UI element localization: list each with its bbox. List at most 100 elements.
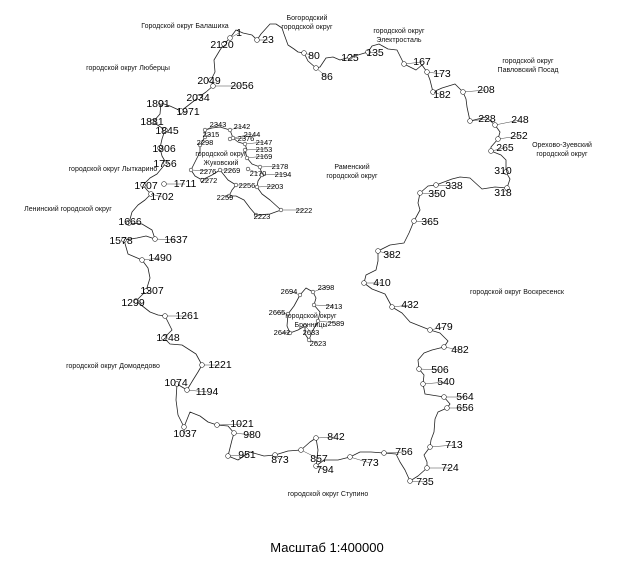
outer-point-label: 167 (413, 56, 431, 68)
region-label-line: Богородский (287, 14, 328, 22)
outer-vertex (150, 119, 156, 125)
outer-vertex (174, 381, 180, 387)
zhukovsky-point-label: 2259 (217, 193, 234, 202)
outer-point-label: 382 (383, 249, 401, 261)
outer-point-label: 1037 (173, 428, 197, 440)
scale-label: Масштаб 1:400000 (270, 540, 383, 555)
outer-vertex (158, 100, 164, 106)
outer-point-label: 2034 (186, 92, 210, 104)
outer-leader (462, 89, 487, 93)
bronnitsy-point-label: 2623 (310, 339, 327, 348)
outer-leader (349, 456, 371, 464)
outer-point-label: 228 (478, 113, 496, 125)
zhukovsky-vertex (217, 167, 223, 173)
outer-leader (383, 451, 405, 454)
outer-vertex (441, 394, 447, 400)
outer-vertex (272, 452, 278, 458)
zhukovsky-point-label: 2272 (201, 176, 218, 185)
outer-point-label: 125 (341, 52, 359, 64)
region-label-line: Бронницы (294, 322, 327, 329)
outer-point-label: 1021 (230, 418, 254, 430)
outer-vertex (441, 344, 447, 350)
outer-leader (422, 381, 447, 385)
zhukovsky-vertex (202, 134, 208, 140)
outer-point-label: 773 (361, 457, 379, 469)
zhukovsky-leader (229, 125, 243, 131)
outer-vertex (424, 465, 430, 471)
outer-leader (435, 184, 455, 187)
outer-vertex (430, 89, 436, 95)
outer-point-label: 135 (366, 47, 384, 59)
zhukovsky-point-label: 2170 (250, 169, 267, 178)
zhukovsky-leader (261, 173, 284, 176)
zhukovsky-point-label: 2276 (200, 167, 217, 176)
outer-vertex (139, 257, 145, 263)
region-label-voskresensk: городской округ Воскресенск (470, 288, 565, 296)
bronnitsy-point-label: 2398 (318, 283, 335, 292)
zhukovsky-point-label: 2203 (267, 182, 284, 191)
boundary-lines (123, 23, 511, 482)
outer-point-label: 656 (456, 402, 474, 414)
outer-leader (403, 61, 423, 65)
outer-point-label: 713 (445, 439, 463, 451)
zhukovsky-vertex (244, 155, 250, 161)
outer-leader (186, 389, 208, 393)
outer-point-label: 1971 (176, 106, 200, 118)
outer-point-label: 479 (435, 321, 453, 333)
outer-vertex (178, 108, 184, 114)
outer-point-label: 1702 (150, 191, 174, 203)
region-label-domodedovo: городской округ Домодедово (66, 362, 160, 370)
region-label-line: городской округ (195, 150, 247, 158)
zhukovsky-point-label: 2256 (239, 181, 256, 190)
region-label-lyubertsy: городской округ Люберцы (86, 64, 170, 72)
zhukovsky-leader (204, 123, 219, 131)
outer-leader (418, 368, 441, 371)
zhukovsky-point-label: 2194 (275, 170, 292, 179)
region-label-line: Орехово-Зуевский (532, 141, 592, 149)
outer-leader (154, 238, 177, 241)
outer-point-label: 1637 (164, 234, 188, 246)
outer-vertex (313, 435, 319, 441)
outer-vertex (140, 182, 146, 188)
zhukovsky-vertex (197, 142, 203, 148)
zhukovsky-point-label: 2142 (234, 122, 251, 131)
outer-leader (391, 304, 411, 308)
outer-point-label: 724 (441, 462, 459, 474)
zhukovsky-vertex (278, 207, 284, 213)
outer-vertex (375, 248, 381, 254)
outer-vertex (301, 50, 307, 56)
zhukovsky-point-label: 2269 (224, 166, 241, 175)
bronnitsy-vertex (315, 318, 321, 324)
region-label-line: городской округ Воскресенск (470, 288, 565, 296)
bronnitsy-point-label: 2589 (328, 319, 345, 328)
bronnitsy-vertex (297, 292, 303, 298)
zhukovsky-vertex (245, 166, 251, 172)
outer-vertex (199, 362, 205, 368)
outer-point-label: 482 (451, 344, 469, 356)
outer-point-label: 410 (373, 277, 391, 289)
outer-point-label: 1666 (118, 216, 142, 228)
outer-point-label: 1221 (208, 359, 232, 371)
outer-vertex (347, 54, 353, 60)
outer-vertex (196, 94, 202, 100)
region-label-line: городской округ Люберцы (86, 64, 170, 72)
outer-point-label: 310 (494, 165, 512, 177)
outer-vertex (298, 447, 304, 453)
region-label-line: городской округ Лыткарино (69, 165, 158, 173)
outer-vertex (381, 450, 387, 456)
zhukovsky-vertex (242, 141, 248, 147)
outer-point-label: 873 (271, 454, 289, 466)
outer-point-label: 350 (428, 188, 446, 200)
region-label-line: городской округ (326, 172, 378, 180)
outer-vertex (143, 288, 149, 294)
outer-point-label: 794 (316, 464, 334, 476)
outer-vertex (126, 220, 132, 226)
outer-vertex (433, 182, 439, 188)
outer-point-label: 1307 (140, 285, 164, 297)
region-label-line: городской округ (285, 312, 337, 320)
outer-leader (494, 119, 521, 126)
